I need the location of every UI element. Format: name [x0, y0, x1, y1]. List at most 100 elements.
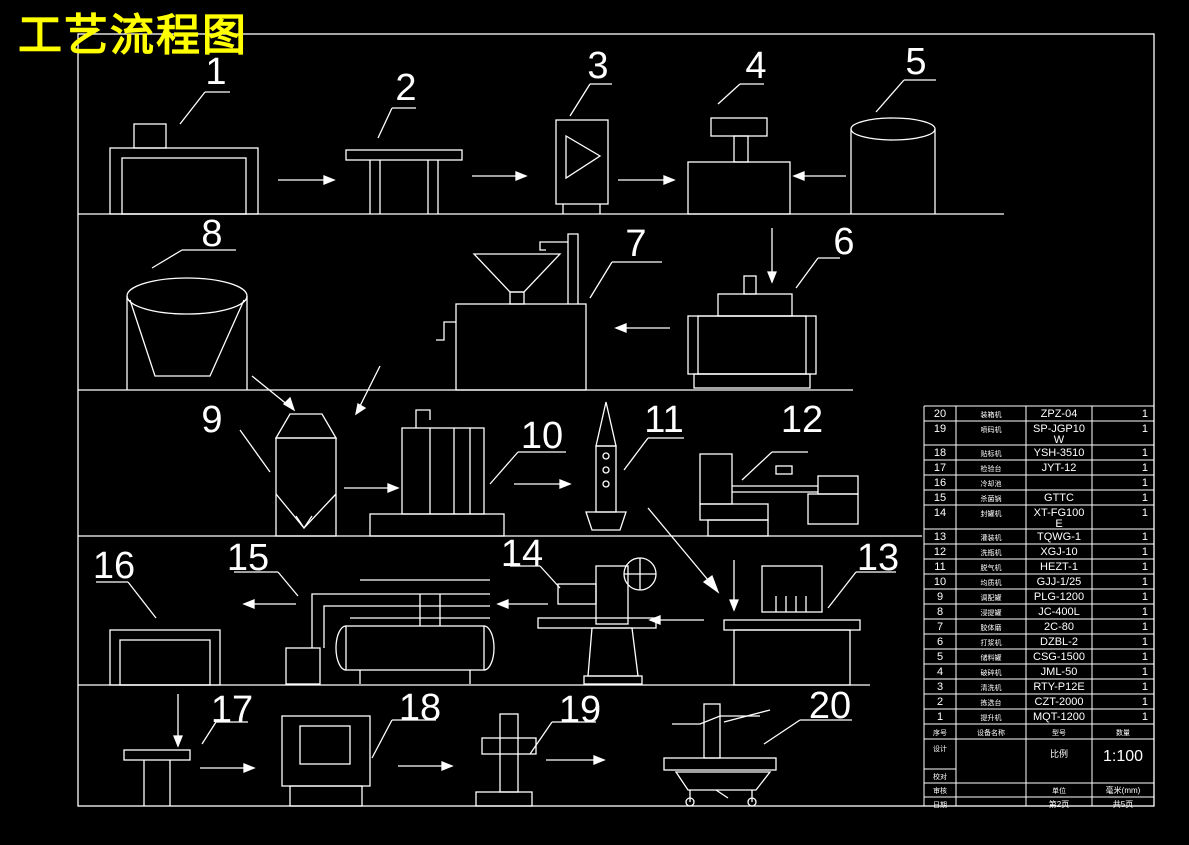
station-number-20: 20	[809, 685, 851, 727]
parts-row-model: CZT-2000	[1035, 696, 1084, 708]
station-number-8: 8	[201, 213, 222, 255]
parts-row-no: 5	[937, 651, 943, 663]
parts-row-qty: 1	[1142, 561, 1148, 573]
parts-row-qty: 1	[1142, 621, 1148, 633]
parts-row-model: RTY-P12E	[1033, 681, 1084, 693]
parts-header-col_no: 序号	[933, 728, 947, 737]
equipment-18-labeler	[281, 715, 436, 807]
equipment-11-deaerator	[585, 401, 684, 531]
equipment-14-can-sealer	[510, 557, 657, 685]
parts-row-name: 贴标机	[981, 449, 1002, 458]
equipment-15-sterilizer	[234, 571, 495, 685]
parts-row-no: 16	[934, 477, 946, 489]
parts-row-qty: 1	[1142, 408, 1148, 420]
parts-row-model: MQT-1200	[1033, 711, 1085, 723]
parts-row-name: 拣选台	[981, 698, 1002, 707]
parts-row-model: GTTC	[1044, 492, 1074, 504]
equipment-16-cooling-pool	[96, 581, 221, 686]
parts-row-no: 10	[934, 576, 946, 588]
equipment-5-tank	[850, 79, 936, 214]
parts-row-no: 11	[934, 561, 945, 573]
equipment-3-washer	[555, 83, 612, 214]
parts-row-model: ZPZ-04	[1041, 408, 1078, 420]
station-number-14: 14	[501, 533, 543, 575]
station-number-11: 11	[644, 399, 683, 441]
parts-row-model: JML-50	[1041, 666, 1078, 678]
parts-row: 16 冷却池 1	[934, 477, 1148, 489]
parts-row-no: 2	[937, 696, 943, 708]
station-number-17: 17	[211, 689, 253, 731]
parts-row-no: 12	[934, 546, 946, 558]
parts-row-no: 14	[934, 507, 946, 519]
parts-row-name: 脱气机	[981, 563, 1002, 572]
equipment-10-homogenizer	[369, 409, 566, 537]
station-number-6: 6	[833, 221, 854, 263]
parts-row-name: 冷却池	[981, 479, 1002, 488]
station-number-5: 5	[905, 41, 926, 83]
parts-row-qty: 1	[1142, 447, 1148, 459]
station-number-7: 7	[625, 223, 646, 265]
equipment-7-colloid-mill	[436, 233, 662, 391]
equipment-19-coder	[475, 713, 596, 807]
parts-row-model: XGJ-10	[1040, 546, 1077, 558]
parts-row-qty: 1	[1142, 636, 1148, 648]
station-number-4: 4	[745, 45, 766, 87]
equipment-6-pulper	[687, 257, 840, 389]
parts-row-no: 3	[937, 681, 943, 693]
equipment-20-packer	[663, 703, 852, 807]
station-number-3: 3	[587, 45, 608, 87]
equipment-9-mixing-tank	[239, 413, 338, 537]
station-number-2: 2	[395, 67, 416, 109]
equipment-13-filler	[723, 565, 896, 686]
parts-row-name: 胶体磨	[981, 623, 1002, 632]
parts-row-model: JYT-12	[1042, 462, 1077, 474]
title-block-unit_value: 毫米(mm)	[1106, 785, 1141, 795]
station-number-12: 12	[781, 399, 823, 441]
title-block-sheet: 第2页	[1049, 799, 1069, 809]
parts-row-qty: 1	[1142, 492, 1148, 504]
station-number-10: 10	[521, 415, 563, 457]
parts-row: 18 贴标机 YSH-3510 1	[934, 447, 1148, 459]
page-title: 工艺流程图	[18, 10, 248, 61]
parts-row-name: 打浆机	[981, 638, 1002, 647]
station-number-1: 1	[205, 51, 226, 93]
parts-row-name: 封罐机	[981, 509, 1002, 518]
parts-row-name: 储料罐	[981, 653, 1002, 662]
parts-row-name: 均质机	[981, 578, 1002, 587]
parts-row-qty: 1	[1142, 507, 1148, 519]
parts-row-no: 15	[934, 492, 946, 504]
parts-row-name: 灌装机	[981, 533, 1002, 542]
title-block-review: 审核	[933, 786, 947, 795]
parts-row-qty: 1	[1142, 546, 1148, 558]
parts-row-no: 18	[934, 447, 946, 459]
parts-row-qty: 1	[1142, 477, 1148, 489]
parts-row-qty: 1	[1142, 681, 1148, 693]
parts-row: 2 拣选台 CZT-2000 1	[937, 696, 1148, 708]
equipment-2-table	[345, 107, 463, 214]
parts-row-qty: 1	[1142, 651, 1148, 663]
parts-row-model: JC-400L	[1038, 606, 1080, 618]
parts-row-model: YSH-3510	[1034, 447, 1085, 459]
parts-row-name: 装箱机	[981, 410, 1002, 419]
flow-arrows	[173, 171, 846, 773]
title-block-design: 设计	[933, 744, 947, 753]
station-number-16: 16	[93, 545, 135, 587]
parts-row-qty: 1	[1142, 666, 1148, 678]
title-block-scale: 1:100	[1103, 748, 1143, 765]
parts-row-qty: 1	[1142, 696, 1148, 708]
parts-row-name: 破碎机	[981, 668, 1002, 677]
parts-row-name: 浸提罐	[981, 608, 1002, 617]
